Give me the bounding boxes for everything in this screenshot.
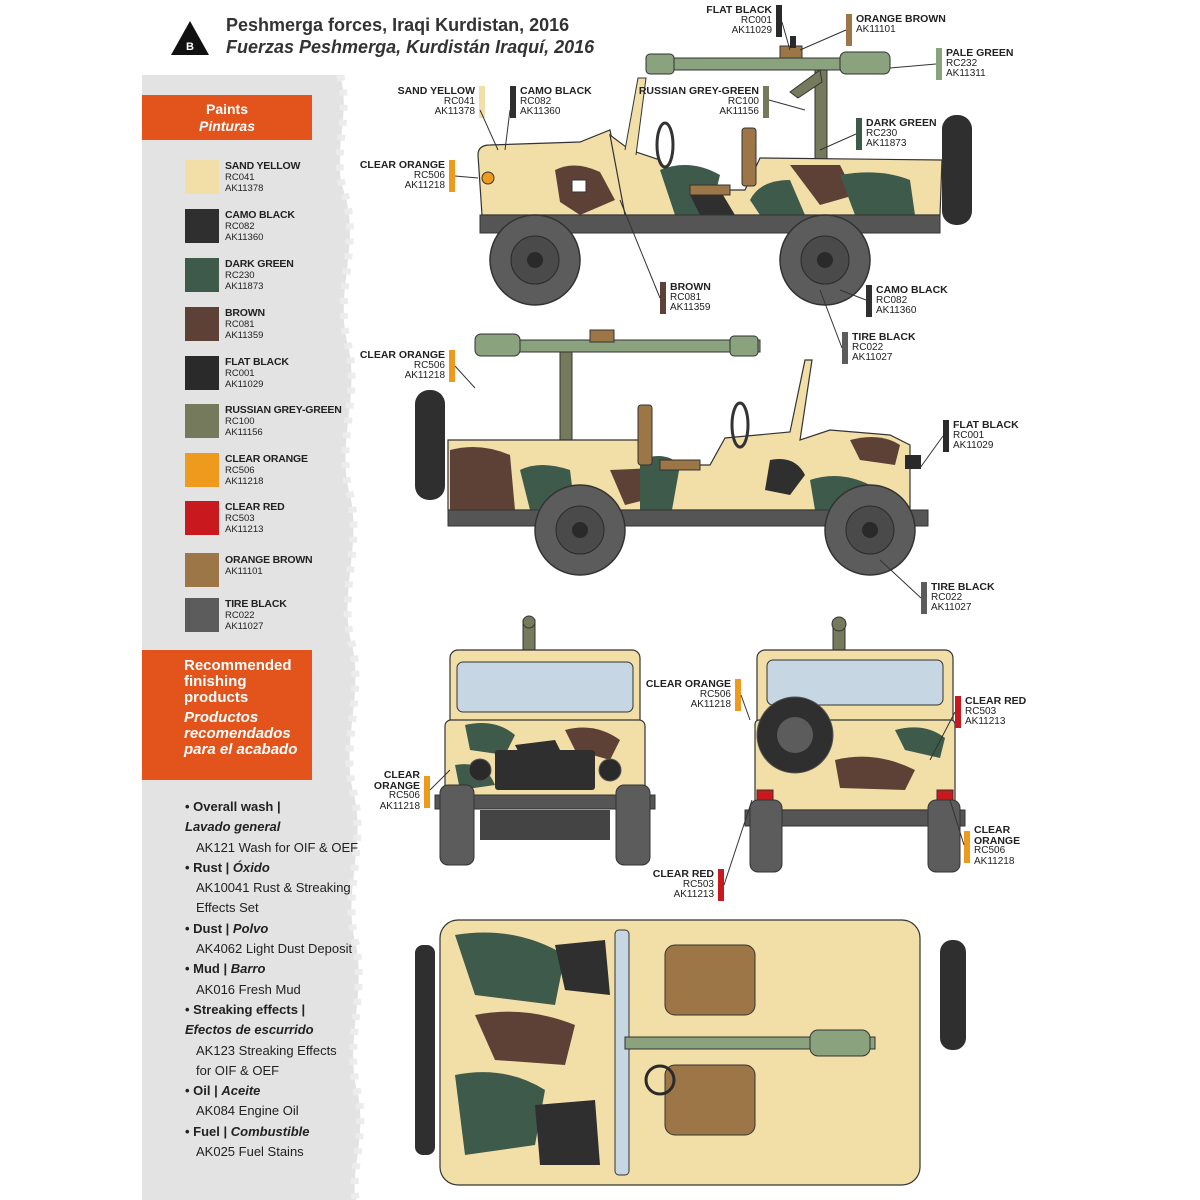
color-chip: [718, 869, 724, 901]
finishing-header: Recommended finishing products Productos…: [142, 650, 312, 780]
color-chip: [449, 350, 455, 382]
color-chip: [185, 209, 219, 243]
color-chip: [510, 86, 516, 118]
color-chip: [449, 160, 455, 192]
finishing-item-wash: • Overall wash | Lavado general AK121 Wa…: [185, 799, 359, 855]
paints-header: Paints Pinturas: [142, 95, 312, 140]
color-chip: [424, 776, 430, 808]
color-chip: [185, 307, 219, 341]
panel-brush-edge: [300, 75, 365, 1200]
color-chip: [185, 598, 219, 632]
color-chip: [776, 5, 782, 37]
svg-text:B: B: [186, 41, 194, 53]
color-chip: [955, 696, 961, 728]
color-chip: [763, 86, 769, 118]
color-chip: [921, 582, 927, 614]
color-chip: [735, 679, 741, 711]
color-chip: [185, 404, 219, 438]
finishing-item-oil: • Oil | Aceite AK084 Engine Oil: [185, 1083, 299, 1119]
color-chip: [185, 501, 219, 535]
page-title: Peshmerga forces, Iraqi Kurdistan, 2016: [226, 15, 570, 35]
paints-title: Paints: [205, 101, 248, 117]
section-badge: B: [171, 21, 209, 55]
vehicle-front-view: [434, 615, 656, 866]
color-chip: [846, 14, 852, 46]
color-chip: [185, 160, 219, 194]
color-chip: [185, 553, 219, 587]
finishing-item-mud: • Mud | Barro AK016 Fresh Mud: [185, 961, 301, 997]
color-chip: [943, 420, 949, 452]
finishing-item-fuel: • Fuel | Combustible AK025 Fuel Stains: [185, 1123, 310, 1160]
page-title-spanish: Fuerzas Peshmerga, Kurdistán Iraquí, 201…: [226, 37, 595, 57]
color-chip: [866, 285, 872, 317]
color-chip: [964, 831, 970, 863]
vehicle-right-profile: [415, 329, 929, 576]
vehicle-left-profile: [477, 36, 972, 306]
color-chip: [842, 332, 848, 364]
paints-title-spanish: Pinturas: [198, 118, 255, 134]
vehicle-rear-view: [744, 616, 966, 873]
vehicle-top-view: [415, 919, 966, 1186]
color-chip: [185, 258, 219, 292]
color-chip: [185, 453, 219, 487]
color-chip: [479, 86, 485, 118]
color-chip: [856, 118, 862, 150]
finishing-list: • Overall wash | Lavado general AK121 Wa…: [185, 797, 359, 1162]
color-chip: [185, 356, 219, 390]
finishing-item-dust: • Dust | Polvo AK4062 Light Dust Deposit: [185, 920, 353, 957]
color-chip: [660, 282, 666, 314]
finishing-item-streaking: • Streaking effects | Efectos de escurri…: [185, 1001, 337, 1078]
color-chip: [936, 48, 942, 80]
finishing-item-rust: • Rust | Óxido AK10041 Rust & Streaking …: [185, 859, 351, 916]
